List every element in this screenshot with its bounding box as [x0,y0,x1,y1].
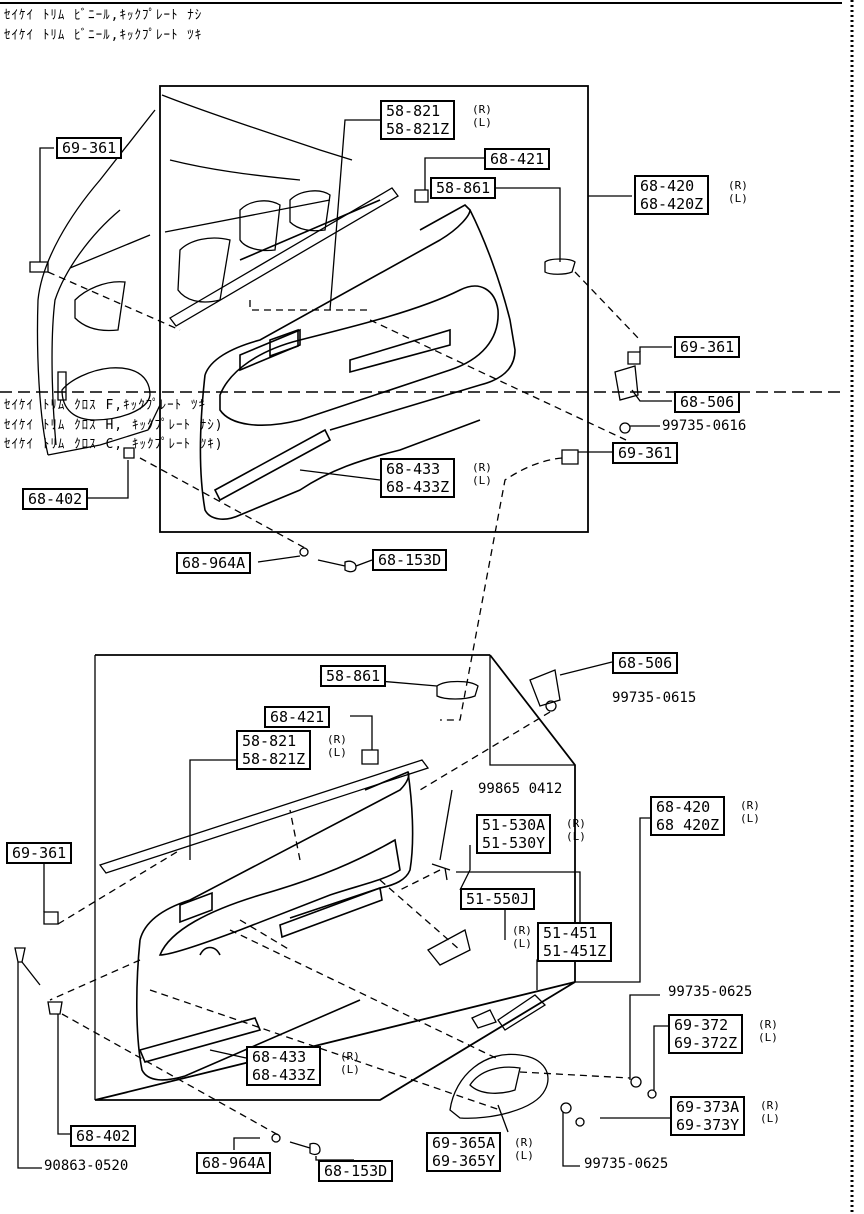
part-label-68-402[interactable]: 68-402 [70,1125,137,1147]
part-label-68-506[interactable]: 68-506 [674,391,741,413]
part-label-68-153d[interactable]: 68-153D [372,549,448,571]
part-label-68-153d[interactable]: 68-153D [318,1160,394,1182]
part-label-69-361[interactable]: 69-361 [56,137,123,159]
side-label-58-821: (R)(L) [327,733,347,759]
section1-header-1: ｾｲｹｲ ﾄﾘﾑ ﾋﾞﾆｰﾙ,ｷｯｸﾌﾟﾚｰﾄ ﾅｼ [4,8,203,23]
panel-frame-1 [159,85,589,533]
part-label-99735-0625-a[interactable]: 99735-0625 [668,984,753,1000]
part-label-69-361-top[interactable]: 69-361 [612,442,679,464]
part-label-51-550j[interactable]: 51-550J [460,888,536,910]
door-shell-1 [36,109,161,456]
side-label-68-420: (R)(L) [740,799,760,825]
part-label-58-861[interactable]: 58-861 [430,177,497,199]
part-label-68-506[interactable]: 68-506 [612,652,679,674]
side-label-51-530: (R)(L) [566,817,586,843]
side-label-68-433: (R)(L) [340,1050,360,1076]
trim-panel-1 [199,199,516,520]
section2-header-1: ｾｲｹｲ ﾄﾘﾑ ｸﾛｽ F,ｷｯｸﾌﾟﾚｰﾄ ﾂｷ [4,398,206,413]
part-label-58-861[interactable]: 58-861 [320,665,387,687]
side-label-58-821: (R)(L) [472,103,492,129]
part-label-99735-0615[interactable]: 99735-0615 [612,690,697,706]
side-label-68-433: (R)(L) [472,461,492,487]
section1-header-2: ｾｲｹｲ ﾄﾘﾑ ﾋﾞﾆｰﾙ,ｷｯｸﾌﾟﾚｰﾄ ﾂｷ [4,28,203,43]
part-label-90863-0520[interactable]: 90863-0520 [44,1158,129,1174]
side-label-69-365: (R)(L) [514,1136,534,1162]
panel-frame-2 [94,654,576,1101]
side-label-51-451: (R)(L) [512,924,532,950]
part-label-68-421[interactable]: 68-421 [484,148,551,170]
part-label-68-421[interactable]: 68-421 [264,706,331,728]
part-label-68-964a[interactable]: 68-964A [196,1152,272,1174]
part-label-69-361-right[interactable]: 69-361 [674,336,741,358]
trim-panel-2 [136,771,414,1081]
part-label-68-964a[interactable]: 68-964A [176,552,252,574]
part-label-69-361-left[interactable]: 69-361 [6,842,73,864]
part-label-68-402[interactable]: 68-402 [22,488,89,510]
part-label-99735-0616[interactable]: 99735-0616 [662,418,747,434]
side-label-68-420: (R)(L) [728,179,748,205]
section2-header-2: ｾｲｹｲ ﾄﾘﾑ ｸﾛｽ H, ｷｯｸﾌﾟﾚｰﾄ ﾅｼ) [4,418,224,433]
part-label-99735-0625-b[interactable]: 99735-0625 [584,1156,669,1172]
side-label-69-372: (R)(L) [758,1018,778,1044]
part-label-99865-0412[interactable]: 99865 0412 [478,781,563,797]
side-label-69-373: (R)(L) [760,1099,780,1125]
section2-header-3: ｾｲｹｲ ﾄﾘﾑ ｸﾛｽ C, ｷｯｸﾌﾟﾚｰﾄ ﾂｷ) [4,437,224,452]
